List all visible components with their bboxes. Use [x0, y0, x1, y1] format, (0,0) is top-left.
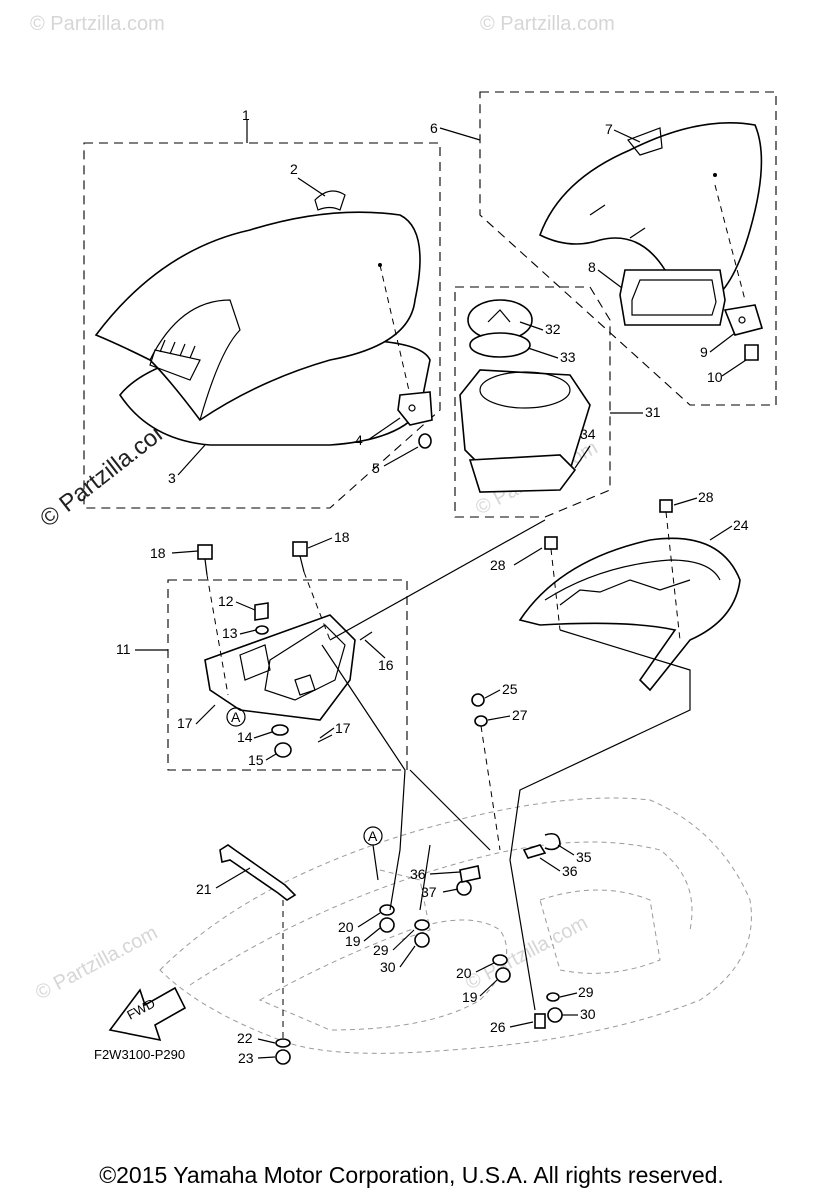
callout-11: 11 [116, 641, 131, 657]
callout-25: 25 [502, 681, 518, 697]
bolt-18-left [197, 544, 229, 696]
callout-21: 21 [196, 881, 212, 897]
bracket-21 [219, 844, 297, 1040]
callout-29-left: 29 [373, 942, 389, 958]
callout-18-right: 18 [334, 529, 350, 545]
hull-outline [159, 797, 752, 1054]
callout-7: 7 [605, 121, 613, 137]
callout-18-left: 18 [150, 545, 166, 561]
callout-27: 27 [512, 707, 528, 723]
group-11-outline [167, 579, 408, 771]
callout-35: 35 [576, 849, 592, 865]
callout-13: 13 [222, 625, 238, 641]
callout-33: 33 [560, 349, 576, 365]
watermark-bottom-left: © Partzilla.com [32, 922, 161, 1005]
bolt-18-right [292, 541, 331, 641]
copyright-notice: ©2015 Yamaha Motor Corporation, U.S.A. A… [99, 1162, 724, 1188]
callout-34: 34 [580, 426, 596, 442]
watermark-bottom-right: © Partzilla.com [462, 912, 591, 995]
callout-12: 12 [218, 593, 234, 609]
storage-box [459, 299, 591, 493]
hatch-frame [204, 602, 373, 758]
grab-handle [518, 499, 741, 692]
callout-14: 14 [237, 729, 253, 745]
callout-30-left: 30 [380, 959, 396, 975]
callout-19-right: 19 [462, 989, 478, 1005]
callouts: 1 2 3 4 5 6 7 8 9 10 11 12 13 14 15 16 1… [116, 107, 749, 1066]
callout-28-left: 28 [490, 557, 506, 573]
group-1-outline [83, 142, 441, 509]
callout-36-right: 36 [562, 863, 578, 879]
callout-16: 16 [378, 657, 394, 673]
callout-20-right: 20 [456, 965, 472, 981]
callout-15: 15 [248, 752, 264, 768]
callout-26: 26 [490, 1019, 506, 1035]
watermark-top-right: © Partzilla.com [480, 13, 615, 35]
callout-28-right: 28 [698, 489, 714, 505]
callout-22: 22 [237, 1030, 253, 1046]
callout-17-right: 17 [335, 720, 351, 736]
callout-2: 2 [290, 161, 298, 177]
callout-4: 4 [355, 432, 363, 448]
callout-32: 32 [545, 321, 561, 337]
diagram-code: F2W3100-P290 [94, 1047, 185, 1062]
callout-23: 23 [238, 1050, 254, 1066]
callout-37: 37 [421, 884, 437, 900]
callout-31: 31 [645, 404, 661, 420]
watermark-top-left: © Partzilla.com [30, 13, 165, 35]
forward-arrow: FWD [108, 986, 187, 1042]
callout-29-right: 29 [578, 984, 594, 1000]
callout-9: 9 [700, 344, 708, 360]
reference-marker-upper: A [231, 709, 241, 725]
group-31-outline [454, 286, 611, 518]
callout-1: 1 [242, 107, 250, 123]
callout-3: 3 [168, 470, 176, 486]
callout-17-left: 17 [177, 715, 193, 731]
callout-20-left: 20 [338, 919, 354, 935]
callout-24: 24 [733, 517, 749, 533]
callout-6: 6 [430, 120, 438, 136]
main-seat [94, 190, 433, 449]
callout-8: 8 [588, 259, 596, 275]
rear-seat [539, 122, 764, 361]
callout-10: 10 [707, 369, 723, 385]
callout-5: 5 [372, 460, 380, 476]
group-6-outline [479, 91, 777, 406]
reference-marker-lower: A [368, 828, 378, 844]
callout-19-left: 19 [345, 933, 361, 949]
callout-36-left: 36 [410, 866, 426, 882]
callout-30-right: 30 [580, 1006, 596, 1022]
